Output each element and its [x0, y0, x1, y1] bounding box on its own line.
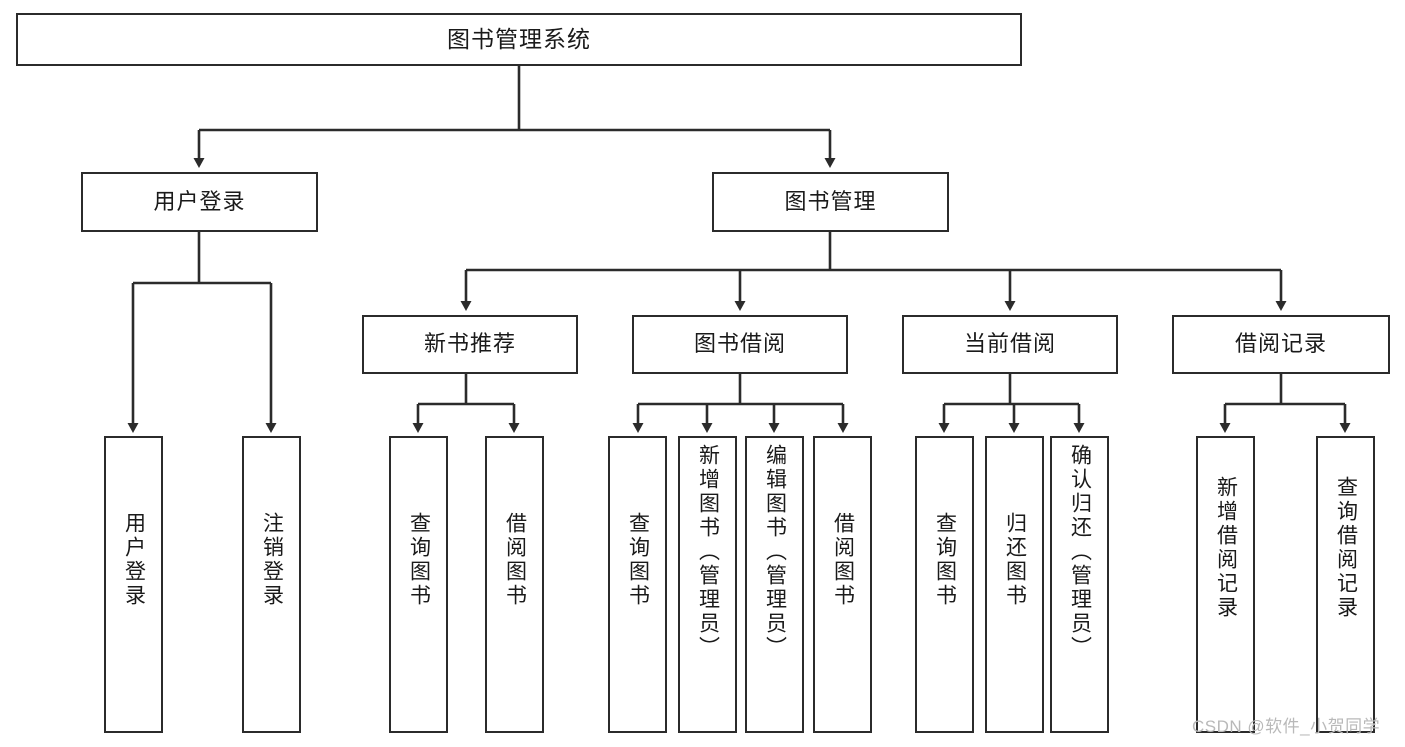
- leaf-query-book-borrow-label: 查询图书: [626, 512, 650, 608]
- edges-borrow-record-to-leaves: [1219, 374, 1351, 433]
- node-book-borrow[interactable]: 图书借阅: [632, 315, 848, 374]
- leaf-confirm-return-label: 确认归还（管理员）: [1068, 444, 1092, 660]
- node-leaf-add-book[interactable]: 新增图书（管理员）: [678, 436, 737, 733]
- node-leaf-query-book-current[interactable]: 查询图书: [915, 436, 974, 733]
- node-leaf-edit-book[interactable]: 编辑图书（管理员）: [745, 436, 804, 733]
- edges-book-manage-to-level3: [460, 232, 1287, 311]
- node-user-login[interactable]: 用户登录: [81, 172, 318, 232]
- leaf-add-book-label: 新增图书（管理员）: [696, 444, 720, 660]
- node-leaf-query-book-rec[interactable]: 查询图书: [389, 436, 448, 733]
- node-leaf-query-book-borrow[interactable]: 查询图书: [608, 436, 667, 733]
- edges-user-login-to-leaves: [127, 232, 277, 433]
- node-root[interactable]: 图书管理系统: [16, 13, 1022, 66]
- node-leaf-query-record[interactable]: 查询借阅记录: [1316, 436, 1375, 733]
- edges-current-borrow-to-leaves: [938, 374, 1085, 433]
- node-new-book-recommend-label: 新书推荐: [423, 331, 516, 357]
- node-current-borrow-label: 当前借阅: [963, 331, 1056, 357]
- node-leaf-return-book[interactable]: 归还图书: [985, 436, 1044, 733]
- edges-book-borrow-to-leaves: [632, 374, 849, 433]
- node-book-manage[interactable]: 图书管理: [712, 172, 949, 232]
- watermark: CSDN @软件_小贺同学: [1192, 717, 1381, 736]
- node-book-manage-label: 图书管理: [784, 188, 877, 214]
- leaf-borrow-book-label: 借阅图书: [831, 512, 855, 608]
- leaf-return-book-label: 归还图书: [1003, 512, 1027, 608]
- node-borrow-record[interactable]: 借阅记录: [1172, 315, 1390, 374]
- node-leaf-borrow-book[interactable]: 借阅图书: [813, 436, 872, 733]
- leaf-query-record-label: 查询借阅记录: [1334, 476, 1358, 620]
- node-borrow-record-label: 借阅记录: [1234, 331, 1327, 357]
- node-leaf-user-login[interactable]: 用户登录: [104, 436, 163, 733]
- edges-new-book-recommend-to-leaves: [412, 374, 520, 433]
- edges-root-to-level2: [193, 66, 836, 168]
- node-leaf-add-record[interactable]: 新增借阅记录: [1196, 436, 1255, 733]
- leaf-edit-book-label: 编辑图书（管理员）: [763, 444, 787, 660]
- leaf-user-logout-label: 注销登录: [260, 512, 284, 608]
- node-leaf-user-logout[interactable]: 注销登录: [242, 436, 301, 733]
- node-user-login-label: 用户登录: [153, 188, 246, 214]
- node-book-borrow-label: 图书借阅: [693, 331, 786, 357]
- node-root-label: 图书管理系统: [447, 25, 591, 52]
- node-new-book-recommend[interactable]: 新书推荐: [362, 315, 578, 374]
- node-leaf-confirm-return[interactable]: 确认归还（管理员）: [1050, 436, 1109, 733]
- leaf-user-login-label: 用户登录: [122, 512, 146, 608]
- node-current-borrow[interactable]: 当前借阅: [902, 315, 1118, 374]
- leaf-borrow-book-rec-label: 借阅图书: [503, 512, 527, 608]
- leaf-query-book-current-label: 查询图书: [933, 512, 957, 608]
- leaf-add-record-label: 新增借阅记录: [1214, 476, 1238, 620]
- node-leaf-borrow-book-rec[interactable]: 借阅图书: [485, 436, 544, 733]
- leaf-query-book-rec-label: 查询图书: [407, 512, 431, 608]
